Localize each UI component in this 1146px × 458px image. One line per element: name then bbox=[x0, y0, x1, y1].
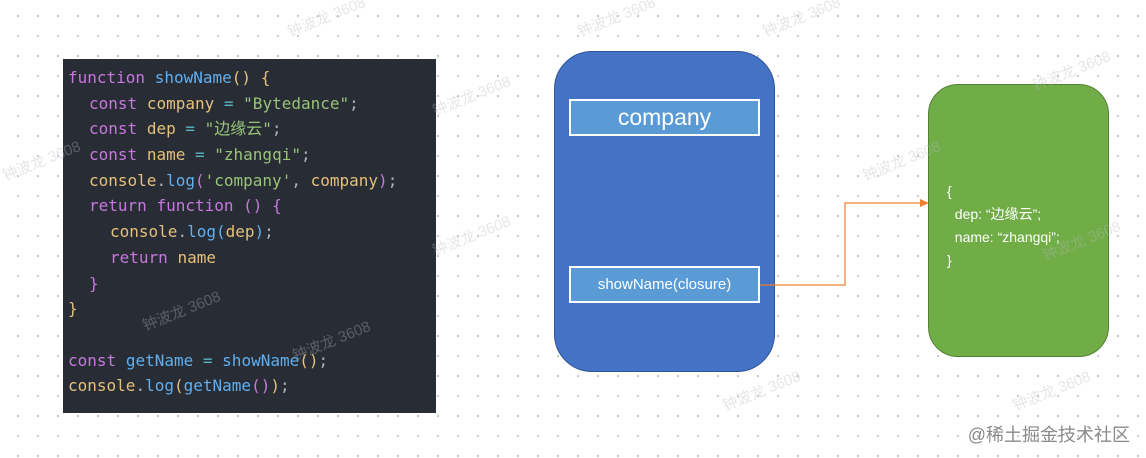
code-token: ) bbox=[254, 222, 265, 242]
code-token: getName bbox=[183, 376, 252, 396]
code-line: const dep = "边缘云"; bbox=[63, 116, 436, 142]
code-token: console bbox=[68, 376, 136, 396]
code-line: console.log(dep); bbox=[63, 219, 436, 245]
code-token: ) bbox=[252, 196, 263, 216]
code-token: "边缘云" bbox=[204, 119, 272, 139]
code-token: dep bbox=[146, 119, 176, 139]
code-token: "zhangqi" bbox=[214, 145, 301, 165]
code-token: ; bbox=[349, 93, 359, 113]
code-token: ; bbox=[271, 119, 282, 139]
code-token: log bbox=[145, 376, 174, 396]
code-token: { bbox=[260, 68, 271, 87]
code-line: return name bbox=[63, 245, 436, 271]
code-token: return bbox=[89, 196, 147, 216]
code-token: showName bbox=[154, 68, 232, 87]
code-token: ; bbox=[318, 350, 329, 370]
code-token: , bbox=[291, 170, 301, 190]
code-token: ( bbox=[194, 170, 205, 190]
code-token: console bbox=[110, 222, 178, 242]
code-line: const company = "Bytedance"; bbox=[63, 91, 436, 117]
code-token: const bbox=[89, 145, 138, 165]
code-token: ) bbox=[260, 376, 271, 396]
code-token: getName bbox=[125, 350, 194, 370]
code-token: = bbox=[223, 93, 234, 113]
code-token: const bbox=[89, 119, 138, 139]
code-token: const bbox=[89, 93, 138, 113]
code-line: } bbox=[63, 271, 436, 297]
code-token: const bbox=[68, 350, 117, 370]
code-line: console.log('company', company); bbox=[63, 168, 436, 194]
code-token: ) bbox=[378, 170, 388, 190]
code-token: ; bbox=[264, 222, 274, 242]
code-token: . bbox=[156, 170, 167, 190]
code-token: showName bbox=[222, 350, 300, 370]
code-token: log bbox=[187, 222, 216, 242]
code-token: name bbox=[146, 145, 186, 165]
code-token: company bbox=[310, 170, 379, 190]
code-token: ; bbox=[387, 170, 398, 190]
closure-environment-box: { dep: “边缘云”; name: “zhangqi”; } bbox=[928, 84, 1109, 357]
code-line: console.log(getName()); bbox=[63, 373, 436, 399]
code-token: { bbox=[272, 196, 282, 216]
code-token: function bbox=[68, 68, 146, 87]
code-token: ; bbox=[300, 145, 311, 165]
code-token: } bbox=[89, 273, 99, 293]
closure-environment-text: { dep: “边缘云”; name: “zhangqi”; } bbox=[947, 183, 1060, 268]
code-token: = bbox=[185, 119, 195, 139]
code-token: ( bbox=[231, 68, 242, 87]
code-token: = bbox=[202, 350, 213, 370]
code-token: ( bbox=[215, 222, 226, 242]
code-line: } bbox=[63, 296, 436, 322]
code-token: ( bbox=[173, 376, 184, 396]
code-token: ( bbox=[251, 376, 261, 396]
code-line: return function () { bbox=[63, 193, 436, 219]
code-token: log bbox=[166, 170, 195, 190]
code-token: . bbox=[177, 222, 188, 242]
code-token: ; bbox=[279, 376, 290, 396]
code-token: dep bbox=[225, 222, 255, 242]
code-token: } bbox=[68, 299, 78, 319]
code-token: ( bbox=[243, 196, 253, 216]
code-token: name bbox=[177, 247, 216, 267]
code-token: function bbox=[156, 196, 234, 216]
code-token: "Bytedance" bbox=[243, 93, 350, 113]
code-line: function showName() { bbox=[63, 65, 436, 91]
code-token: . bbox=[135, 376, 146, 396]
closure-box: showName(closure) bbox=[569, 266, 760, 303]
code-panel: function showName() {const company = "By… bbox=[63, 59, 436, 413]
code-token: ) bbox=[308, 350, 319, 370]
code-token: ) bbox=[241, 68, 252, 87]
code-token: ( bbox=[299, 350, 309, 370]
code-token: company bbox=[146, 93, 215, 113]
company-variable-box: company bbox=[569, 99, 760, 136]
code-line: const getName = showName(); bbox=[63, 348, 436, 374]
code-line: const name = "zhangqi"; bbox=[63, 142, 436, 168]
code-token: return bbox=[110, 247, 168, 267]
site-watermark: @稀土掘金技术社区 bbox=[967, 425, 1130, 445]
code-token: ) bbox=[270, 376, 280, 396]
code-token: = bbox=[194, 145, 205, 165]
code-token: 'company' bbox=[204, 170, 292, 190]
code-token: console bbox=[89, 170, 157, 190]
